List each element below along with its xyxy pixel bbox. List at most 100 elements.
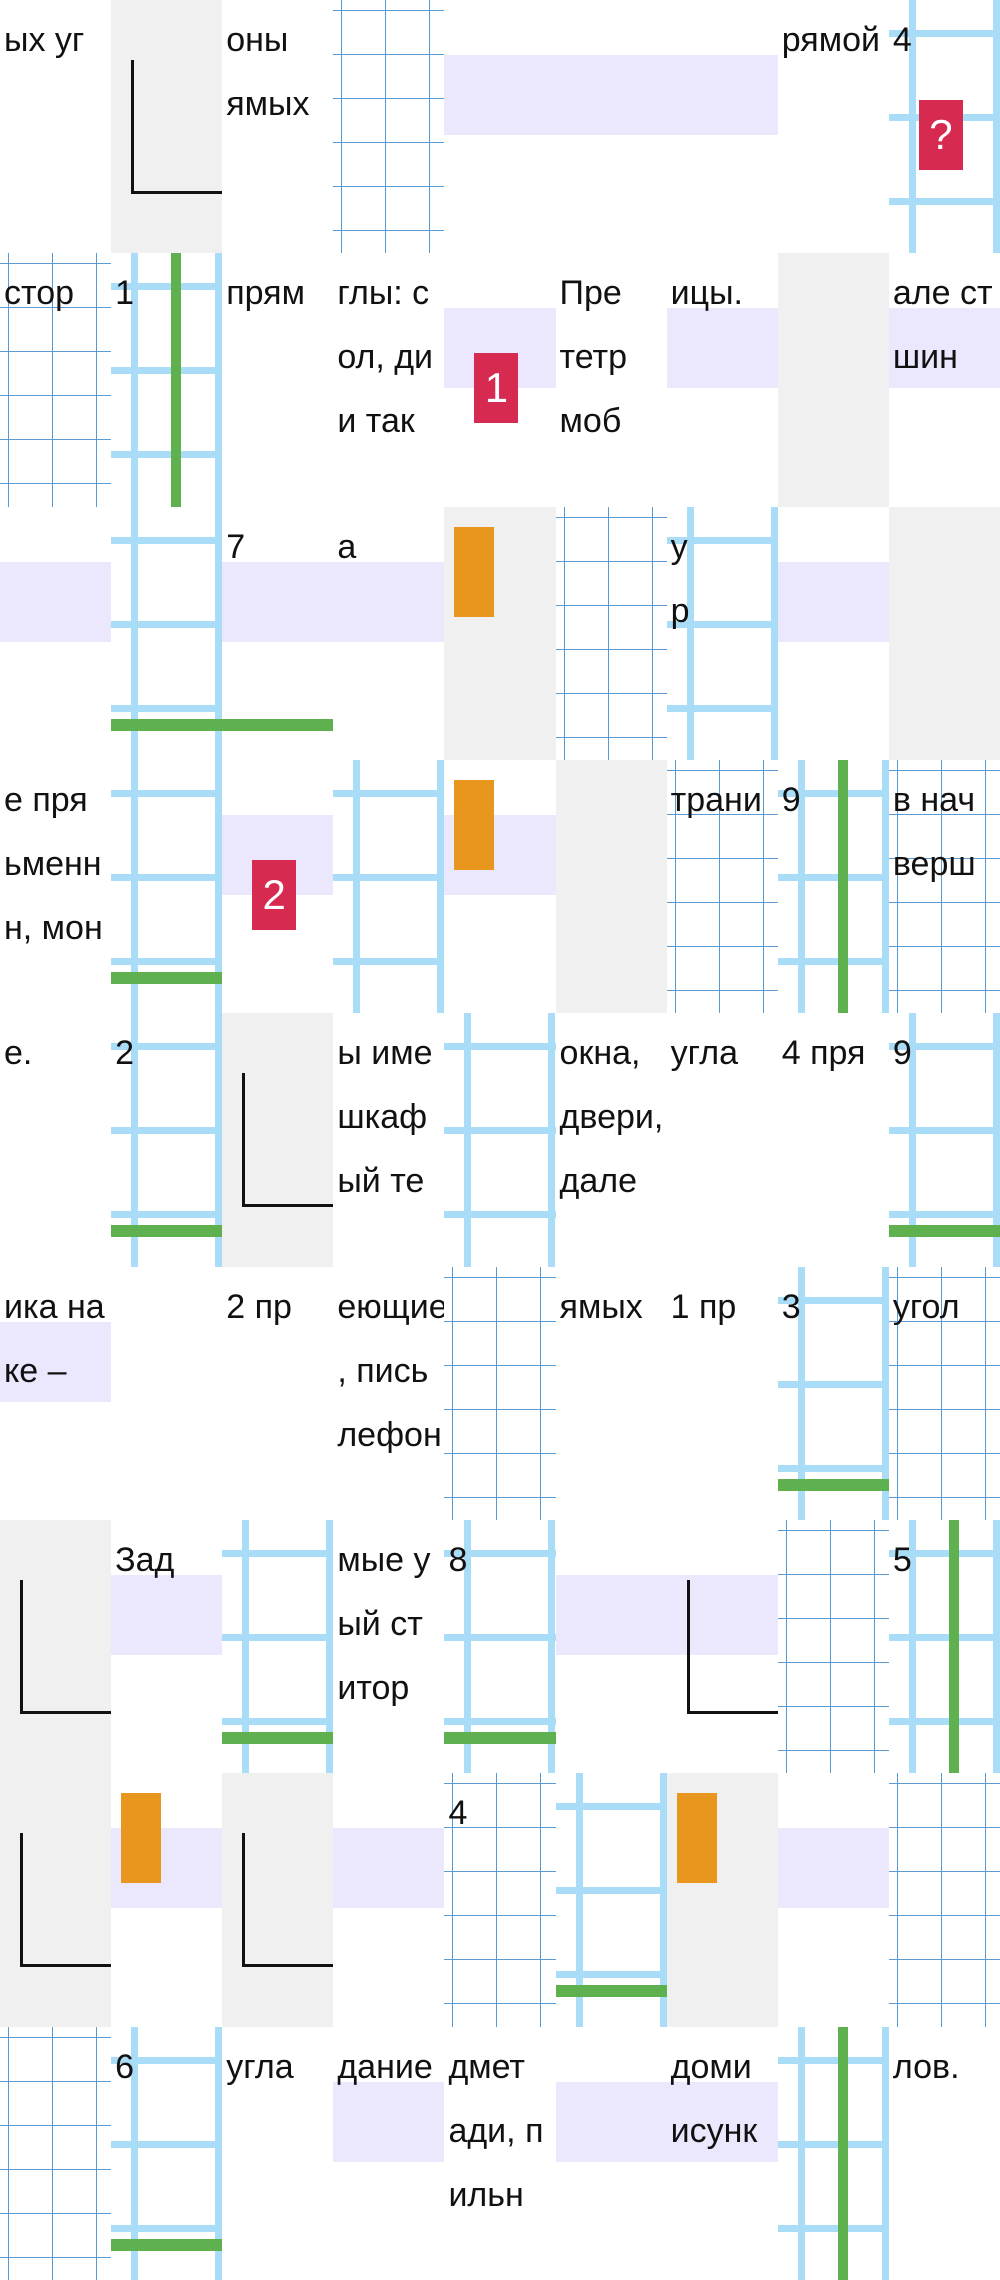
- tile-70: [777, 1773, 890, 2028]
- text-fragment: але ст: [892, 274, 993, 313]
- tile-34: 9: [777, 760, 890, 1014]
- tile-11: прям: [222, 253, 335, 508]
- text-fragment: ол, ди: [337, 338, 434, 377]
- text-fragment: исунк: [670, 2111, 758, 2150]
- text-fragment: стор: [4, 274, 75, 313]
- green-bar-shape: [555, 1985, 668, 1998]
- text-fragment: ы име: [337, 1034, 433, 1073]
- text-fragment: угла: [670, 1034, 739, 1073]
- lavender-box: [333, 561, 446, 642]
- lavender-box: [111, 1575, 224, 1655]
- tile-12: глы: с ол, ди и так: [333, 253, 446, 508]
- lavender-box: [444, 55, 557, 135]
- text-fragment: шкаф: [337, 1098, 428, 1137]
- text-fragment: лефон: [337, 1415, 442, 1454]
- text-fragment: е.: [4, 1034, 33, 1073]
- lavender-box: [333, 2081, 446, 2162]
- tile-17: але ст шин: [888, 253, 1000, 508]
- text-fragment: 7: [226, 527, 246, 566]
- tile-18: [0, 506, 112, 761]
- green-v-shape: [837, 2026, 848, 2280]
- tile-75: дание: [333, 2026, 446, 2280]
- text-fragment: ьменн: [4, 845, 102, 883]
- tile-59: [555, 1520, 668, 1774]
- text-fragment: 4 пря: [781, 1034, 866, 1073]
- text-fragment: е пря: [4, 781, 88, 819]
- text-fragment: оны: [226, 21, 289, 59]
- tile-31: [444, 760, 557, 1014]
- text-fragment: ади, п: [448, 2111, 544, 2150]
- tile-56: [222, 1520, 335, 1774]
- text-fragment: 1: [115, 274, 135, 313]
- tile-23: [555, 506, 668, 761]
- tile-33: трани: [666, 760, 779, 1014]
- text-fragment: шин: [892, 338, 958, 377]
- tile-60: [666, 1520, 779, 1774]
- tile-62: 5: [888, 1520, 1000, 1774]
- text-fragment: рямой: [781, 21, 880, 59]
- tile-52: 3: [777, 1266, 890, 1521]
- tile-44: 9: [888, 1013, 1000, 1268]
- tile-32: [555, 760, 668, 1014]
- tile-50: ямых: [555, 1266, 668, 1521]
- text-fragment: глы: с: [337, 274, 430, 313]
- tile-4: [444, 0, 557, 254]
- text-fragment: окна,: [559, 1034, 641, 1073]
- tile-13: 1: [444, 253, 557, 508]
- tile-39: ы име шкаф ый те: [333, 1013, 446, 1268]
- text-fragment: итор: [337, 1669, 410, 1707]
- text-fragment: и так: [337, 402, 415, 441]
- tile-21: а: [333, 506, 446, 761]
- tile-41: окна,двери,дале: [555, 1013, 668, 1268]
- text-fragment: лов.: [892, 2047, 960, 2086]
- text-fragment: ямых: [559, 1287, 643, 1326]
- tile-63: [0, 1773, 112, 2028]
- text-fragment: 5: [892, 1541, 912, 1579]
- text-fragment: , пись: [337, 1351, 429, 1390]
- tile-27: е пря ьменн н, мон: [0, 760, 112, 1014]
- lavender-box: [666, 1575, 779, 1655]
- tile-66: [333, 1773, 446, 2028]
- draw-line-shape: [20, 1580, 112, 1714]
- text-fragment: 2: [115, 1034, 135, 1073]
- tile-64: [111, 1773, 224, 2028]
- text-fragment: 6: [115, 2047, 135, 2086]
- tile-61: [777, 1520, 890, 1774]
- lavender-box: [666, 308, 779, 389]
- text-fragment: н, мон: [4, 909, 103, 947]
- text-fragment: ый ст: [337, 1605, 423, 1643]
- tile-69: [666, 1773, 779, 2028]
- text-fragment: 3: [781, 1287, 801, 1326]
- draw-line-shape: [20, 1833, 112, 1968]
- tile-36: е.: [0, 1013, 112, 1268]
- tile-68: [555, 1773, 668, 2028]
- tile-26: [888, 506, 1000, 761]
- text-fragment: трани: [670, 781, 762, 819]
- tile-77: [555, 2026, 668, 2280]
- green-bar-shape: [111, 972, 224, 984]
- text-fragment: ых уг: [4, 21, 85, 59]
- orange-shape: [454, 526, 495, 617]
- tile-9: стор: [0, 253, 112, 508]
- tile-74: угла: [222, 2026, 335, 2280]
- lavender-box: [777, 1828, 890, 1909]
- task-number-badge: 2: [252, 860, 297, 930]
- text-fragment: ицы.: [670, 274, 744, 313]
- text-fragment: угла: [226, 2047, 294, 2086]
- text-fragment: ый те: [337, 1162, 425, 1201]
- lavender-box: [555, 55, 668, 135]
- tile-25: [777, 506, 890, 761]
- text-fragment: дале: [559, 1162, 638, 1201]
- orange-shape: [676, 1793, 717, 1884]
- tile-58: 8: [444, 1520, 557, 1774]
- green-bar-shape: [222, 718, 335, 731]
- tile-72: [0, 2026, 112, 2280]
- green-v-shape: [837, 760, 848, 1014]
- green-bar-shape: [111, 2238, 224, 2251]
